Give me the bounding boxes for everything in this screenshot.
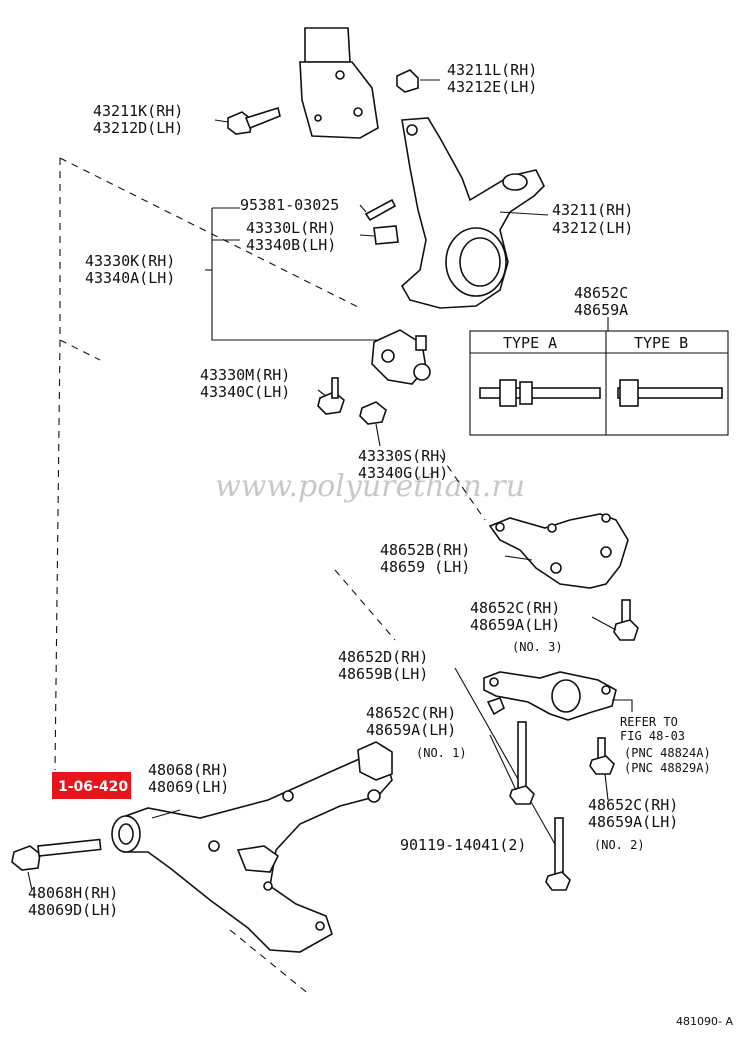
label-48652c-no3: 48652C(RH): [470, 599, 560, 617]
label-no3: (NO. 3): [512, 640, 563, 654]
label-90119: 90119-14041(2): [400, 836, 526, 854]
leader-line: [499, 211, 549, 216]
label-43211: 43211(RH): [552, 201, 633, 219]
label-43330m: 43330M(RH): [200, 366, 290, 384]
bracket-48652b: [488, 513, 629, 589]
leader-line: [151, 809, 181, 819]
type-b-header: TYPE B: [634, 334, 688, 352]
label-no2: (NO. 2): [594, 838, 645, 852]
label-refer-1: REFER TO: [620, 715, 678, 729]
label-48652c-no1: 48652C(RH): [366, 704, 456, 722]
label-48069: 48069(LH): [148, 778, 229, 796]
bolt-pnc-icon: [589, 737, 615, 775]
label-48659a-table: 48659A: [574, 301, 628, 319]
label-48652c-no2: 48652C(RH): [588, 796, 678, 814]
bracket-48652d: [483, 671, 617, 721]
label-48659: 48659 (LH): [380, 558, 470, 576]
type-a-header: TYPE A: [503, 334, 557, 352]
label-43211l: 43211L(RH): [447, 61, 537, 79]
leader-line: [359, 204, 367, 213]
leader-line: [214, 119, 229, 123]
label-refer-2: FIG 48-03: [620, 729, 685, 743]
label-48659a-no3: 48659A(LH): [470, 616, 560, 634]
label-48652b: 48652B(RH): [380, 541, 470, 559]
callout-badge-bg: [52, 772, 131, 799]
leader-line: [317, 389, 327, 397]
leader-line: [604, 773, 609, 801]
bracket-line: [211, 207, 380, 341]
label-43212: 43212(LH): [552, 219, 633, 237]
label-95381: 95381-03025: [240, 196, 339, 214]
leader-line: [27, 871, 33, 891]
figure-id: 481090- A: [676, 1015, 733, 1028]
label-43340c: 43340C(LH): [200, 383, 290, 401]
type-b-bolt-icon: [617, 379, 723, 407]
label-48068: 48068(RH): [148, 761, 229, 779]
label-48659a-no2: 48659A(LH): [588, 813, 678, 831]
label-43340b: 43340B(LH): [246, 236, 336, 254]
label-48069d: 48069D(LH): [28, 901, 118, 919]
bolt-48068h-icon: [11, 838, 102, 871]
leader-line: [504, 555, 533, 561]
bolt-no3-icon: [613, 599, 639, 641]
leader-line: [454, 667, 557, 847]
cotter-pin-icon: [364, 198, 397, 222]
label-43330s: 43330S(RH): [358, 447, 448, 465]
boundary-dashed-line-2: [439, 454, 486, 521]
bolt-43330m-icon: [317, 377, 345, 415]
nut-43330s-icon: [359, 401, 387, 425]
label-43340g: 43340G(LH): [358, 464, 448, 482]
label-no1: (NO. 1): [416, 746, 467, 760]
leader-line: [375, 423, 381, 447]
bolt-no1-icon: [509, 721, 535, 805]
type-table: [469, 330, 729, 436]
strut-assembly: [299, 27, 379, 139]
label-pnc-2: (PNC 48829A): [624, 761, 711, 775]
leader-line: [591, 616, 617, 631]
steering-knuckle: [400, 117, 545, 309]
label-43330k: 43330K(RH): [85, 252, 175, 270]
label-pnc-1: (PNC 48824A): [624, 746, 711, 760]
label-48659b: 48659B(LH): [338, 665, 428, 683]
callout-text[interactable]: 1-06-420: [58, 779, 128, 795]
label-43212e: 43212E(LH): [447, 78, 537, 96]
label-43340a: 43340A(LH): [85, 269, 175, 287]
leader-line: [359, 234, 375, 237]
lower-control-arm: [111, 741, 393, 953]
label-48659a-no1: 48659A(LH): [366, 721, 456, 739]
nut-43211l-icon: [396, 69, 419, 93]
label-43212d: 43212D(LH): [93, 119, 183, 137]
watermark: www.polyurethan.ru: [215, 469, 525, 504]
callout-badge[interactable]: 1-06-420: [52, 772, 131, 799]
label-43330l: 43330L(RH): [246, 219, 336, 237]
leader-line: [489, 734, 517, 791]
castle-nut-icon: [373, 225, 399, 245]
label-48068h: 48068H(RH): [28, 884, 118, 902]
label-48652d: 48652D(RH): [338, 648, 428, 666]
ball-joint: [371, 329, 431, 385]
type-a-bolt-icon: [479, 379, 601, 407]
boundary-dashed-line: [54, 157, 396, 996]
leader-line: [612, 699, 633, 712]
bolt-no2-icon: [545, 817, 571, 891]
bolt-43211k-icon: [227, 106, 281, 135]
label-43211k: 43211K(RH): [93, 102, 183, 120]
label-48652c-table: 48652C: [574, 284, 628, 302]
nut-no1-icon: [486, 697, 505, 716]
